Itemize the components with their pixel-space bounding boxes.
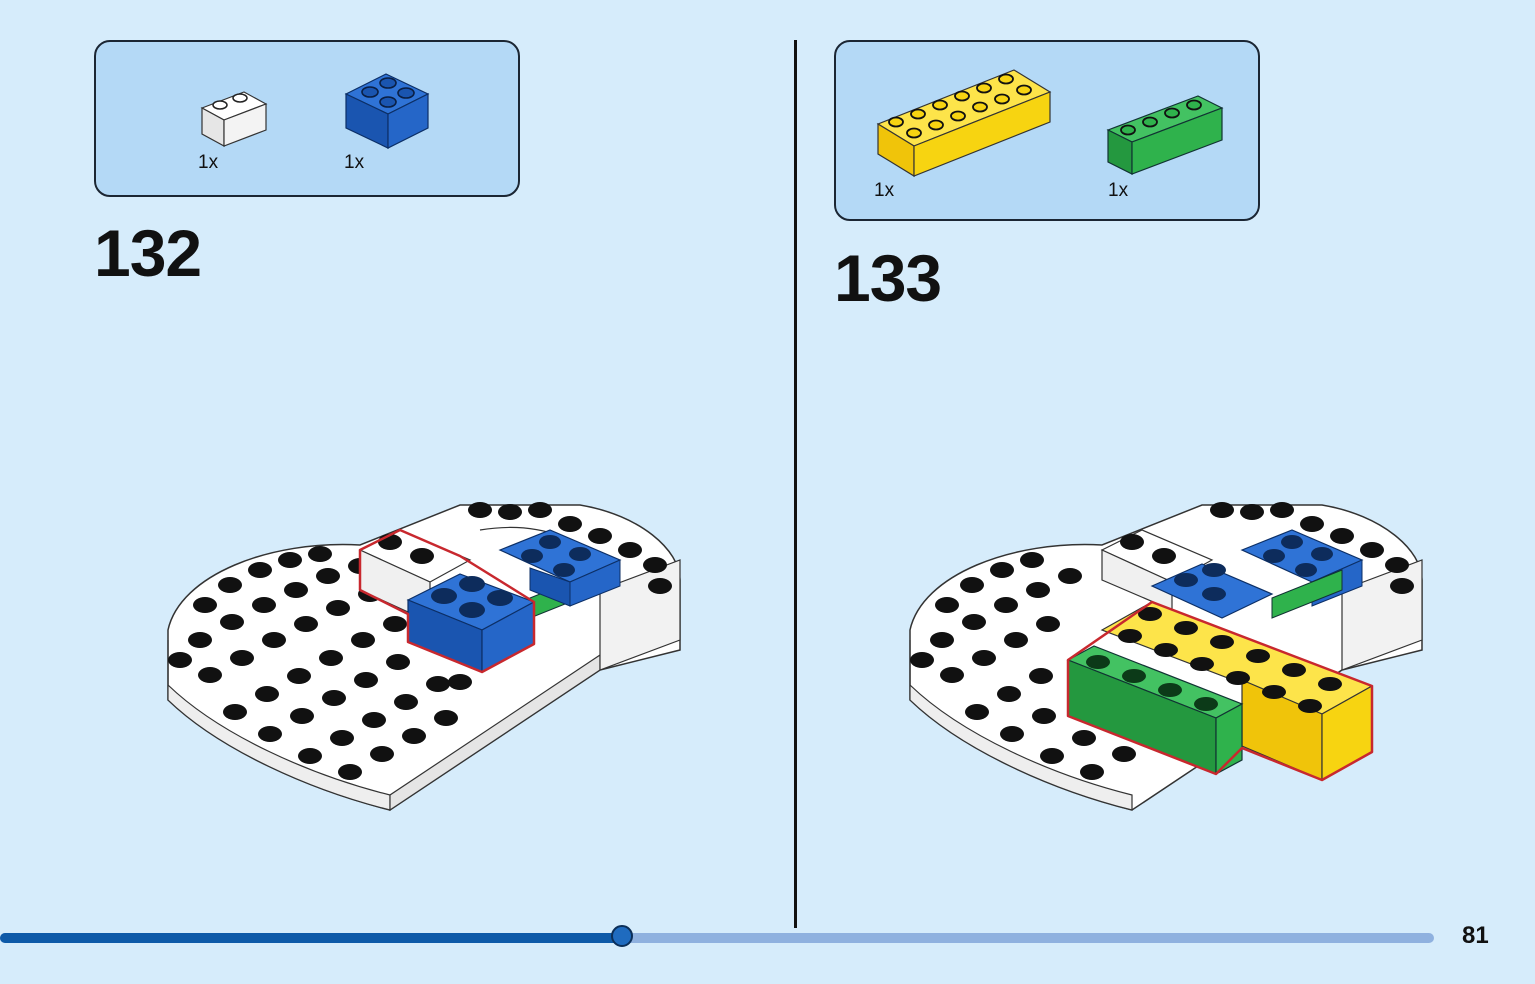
- plate-studs: [168, 502, 672, 780]
- progress-slider-handle[interactable]: [611, 925, 634, 947]
- progress-fill: [0, 933, 623, 943]
- parts-callout-132: 1x 1x: [94, 40, 520, 197]
- highlight-outline: [1066, 600, 1374, 782]
- part-qty-blue: 1x: [344, 152, 365, 173]
- blue-2x2-brick-icon: [344, 73, 430, 149]
- part-qty-green: 1x: [1108, 180, 1129, 201]
- new-green-brick: [1066, 645, 1244, 776]
- highlight-outline: [358, 528, 536, 674]
- parts-callout-133: 1x 1x: [834, 40, 1260, 221]
- build-model-132: [167, 502, 681, 812]
- page-number: 81: [1462, 922, 1489, 949]
- blue-bricks: [1150, 529, 1364, 619]
- step-132-panel: 1x 1x 132: [94, 40, 681, 812]
- part-qty-yellow: 1x: [874, 180, 895, 201]
- green-1x4-brick-icon: [1106, 95, 1224, 175]
- yellow-2x6-brick-icon: [876, 69, 1052, 178]
- step-number: 133: [834, 241, 942, 315]
- plate-studs: [910, 502, 1414, 780]
- page-progress-bar[interactable]: [0, 925, 1434, 947]
- page-divider: [794, 40, 797, 928]
- step-number: 132: [94, 216, 202, 290]
- blue-brick-back: [498, 529, 622, 607]
- build-model-133: [909, 502, 1423, 811]
- part-qty-white: 1x: [198, 152, 219, 173]
- white-bricks: [1100, 529, 1214, 611]
- step-133-panel: 1x 1x 133: [798, 0, 1535, 984]
- white-1x2-brick-icon: [200, 91, 268, 148]
